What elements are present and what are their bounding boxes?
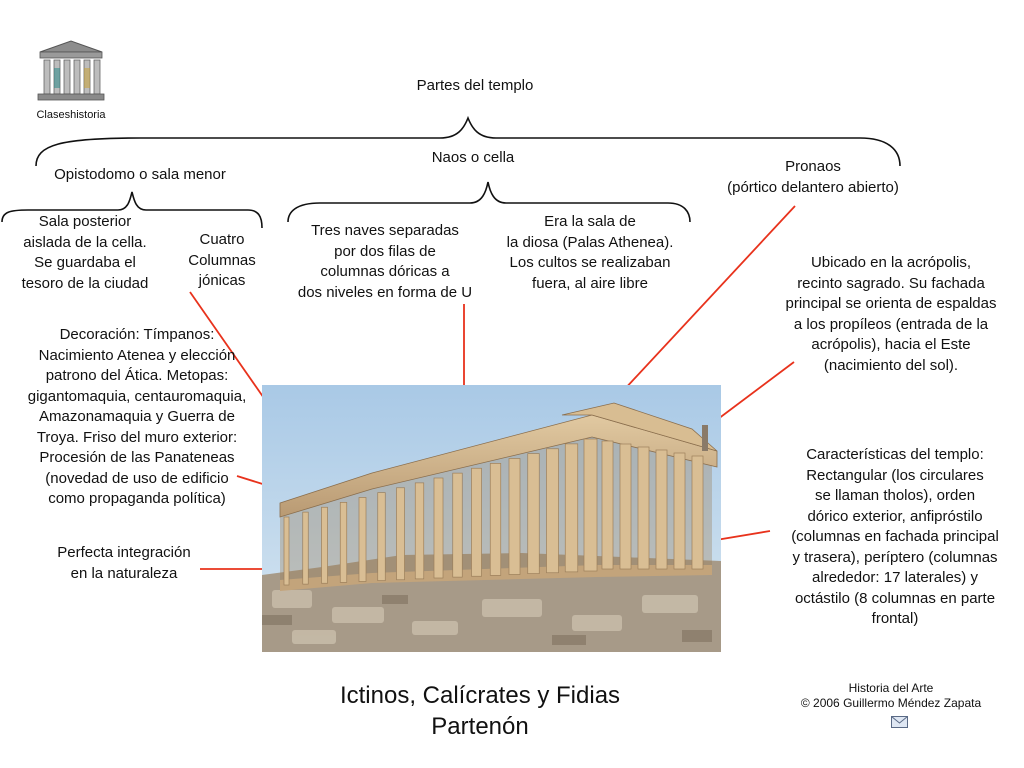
title-authors: Ictinos, Calícrates y Fidias — [339, 682, 621, 709]
credits-course: Historia del Arte — [848, 681, 934, 695]
column-frontal-3 — [655, 449, 668, 570]
note-ubicacion: Ubicado en la acrópolis, recinto sagrado… — [785, 254, 997, 374]
node-pronaos: Pronaos (pórtico delantero abierto) — [727, 158, 899, 196]
title-monument: Partenón — [431, 713, 529, 740]
node-naos: Naos o cella — [431, 149, 515, 166]
column-frontal-5 — [691, 455, 704, 570]
node-opistodomo: Opistodomo o sala menor — [54, 166, 226, 183]
temple-logo-icon — [37, 40, 105, 101]
column-frontal-4 — [673, 452, 686, 570]
column-lateral-11 — [489, 463, 502, 576]
column-lateral-13 — [527, 453, 540, 574]
brace-opistodomo — [1, 191, 263, 229]
node-naos-sala-diosa: Era la sala de la diosa (Palas Athenea).… — [506, 213, 674, 292]
node-opistodomo-sala-posterior: Sala posterior aislada de la cella. Se g… — [21, 213, 149, 292]
column-lateral-5 — [377, 492, 386, 581]
column-lateral-3 — [339, 502, 348, 583]
column-lateral-0 — [283, 516, 290, 586]
column-lateral-1 — [302, 511, 309, 585]
note-decoracion: Decoración: Tímpanos: Nacimiento Atenea … — [27, 326, 247, 507]
column-lateral-12 — [508, 458, 521, 575]
column-lateral-8 — [433, 477, 444, 579]
brace-naos — [287, 181, 691, 223]
column-lateral-9 — [452, 472, 463, 578]
column-lateral-10 — [471, 467, 482, 577]
brace-partes-del-templo — [35, 115, 901, 167]
column-lateral-16 — [583, 438, 598, 572]
node-naos-tres-naves: Tres naves separadas por dos filas de co… — [297, 222, 473, 301]
column-frontal-0 — [601, 440, 614, 570]
note-caracteristicas: Características del templo: Rectangular … — [791, 446, 999, 627]
column-lateral-14 — [546, 448, 559, 574]
parthenon-photo — [262, 385, 721, 652]
column-lateral-7 — [414, 482, 425, 580]
column-lateral-2 — [321, 506, 328, 584]
note-integracion: Perfecta integración en la naturaleza — [57, 544, 191, 582]
column-lateral-15 — [564, 443, 579, 573]
mail-icon[interactable] — [891, 716, 908, 728]
column-frontal-1 — [619, 443, 632, 570]
column-lateral-4 — [358, 497, 367, 582]
column-frontal-2 — [637, 446, 650, 570]
arrow-pronaos-to-photo — [608, 205, 796, 407]
node-opistodomo-columnas: Cuatro Columnas jónicas — [188, 231, 256, 289]
node-partes-del-templo: Partes del templo — [416, 77, 534, 94]
credits-author: © 2006 Guillermo Méndez Zapata — [800, 696, 982, 710]
logo-caption: Claseshistoria — [36, 109, 106, 121]
column-lateral-6 — [396, 487, 405, 581]
